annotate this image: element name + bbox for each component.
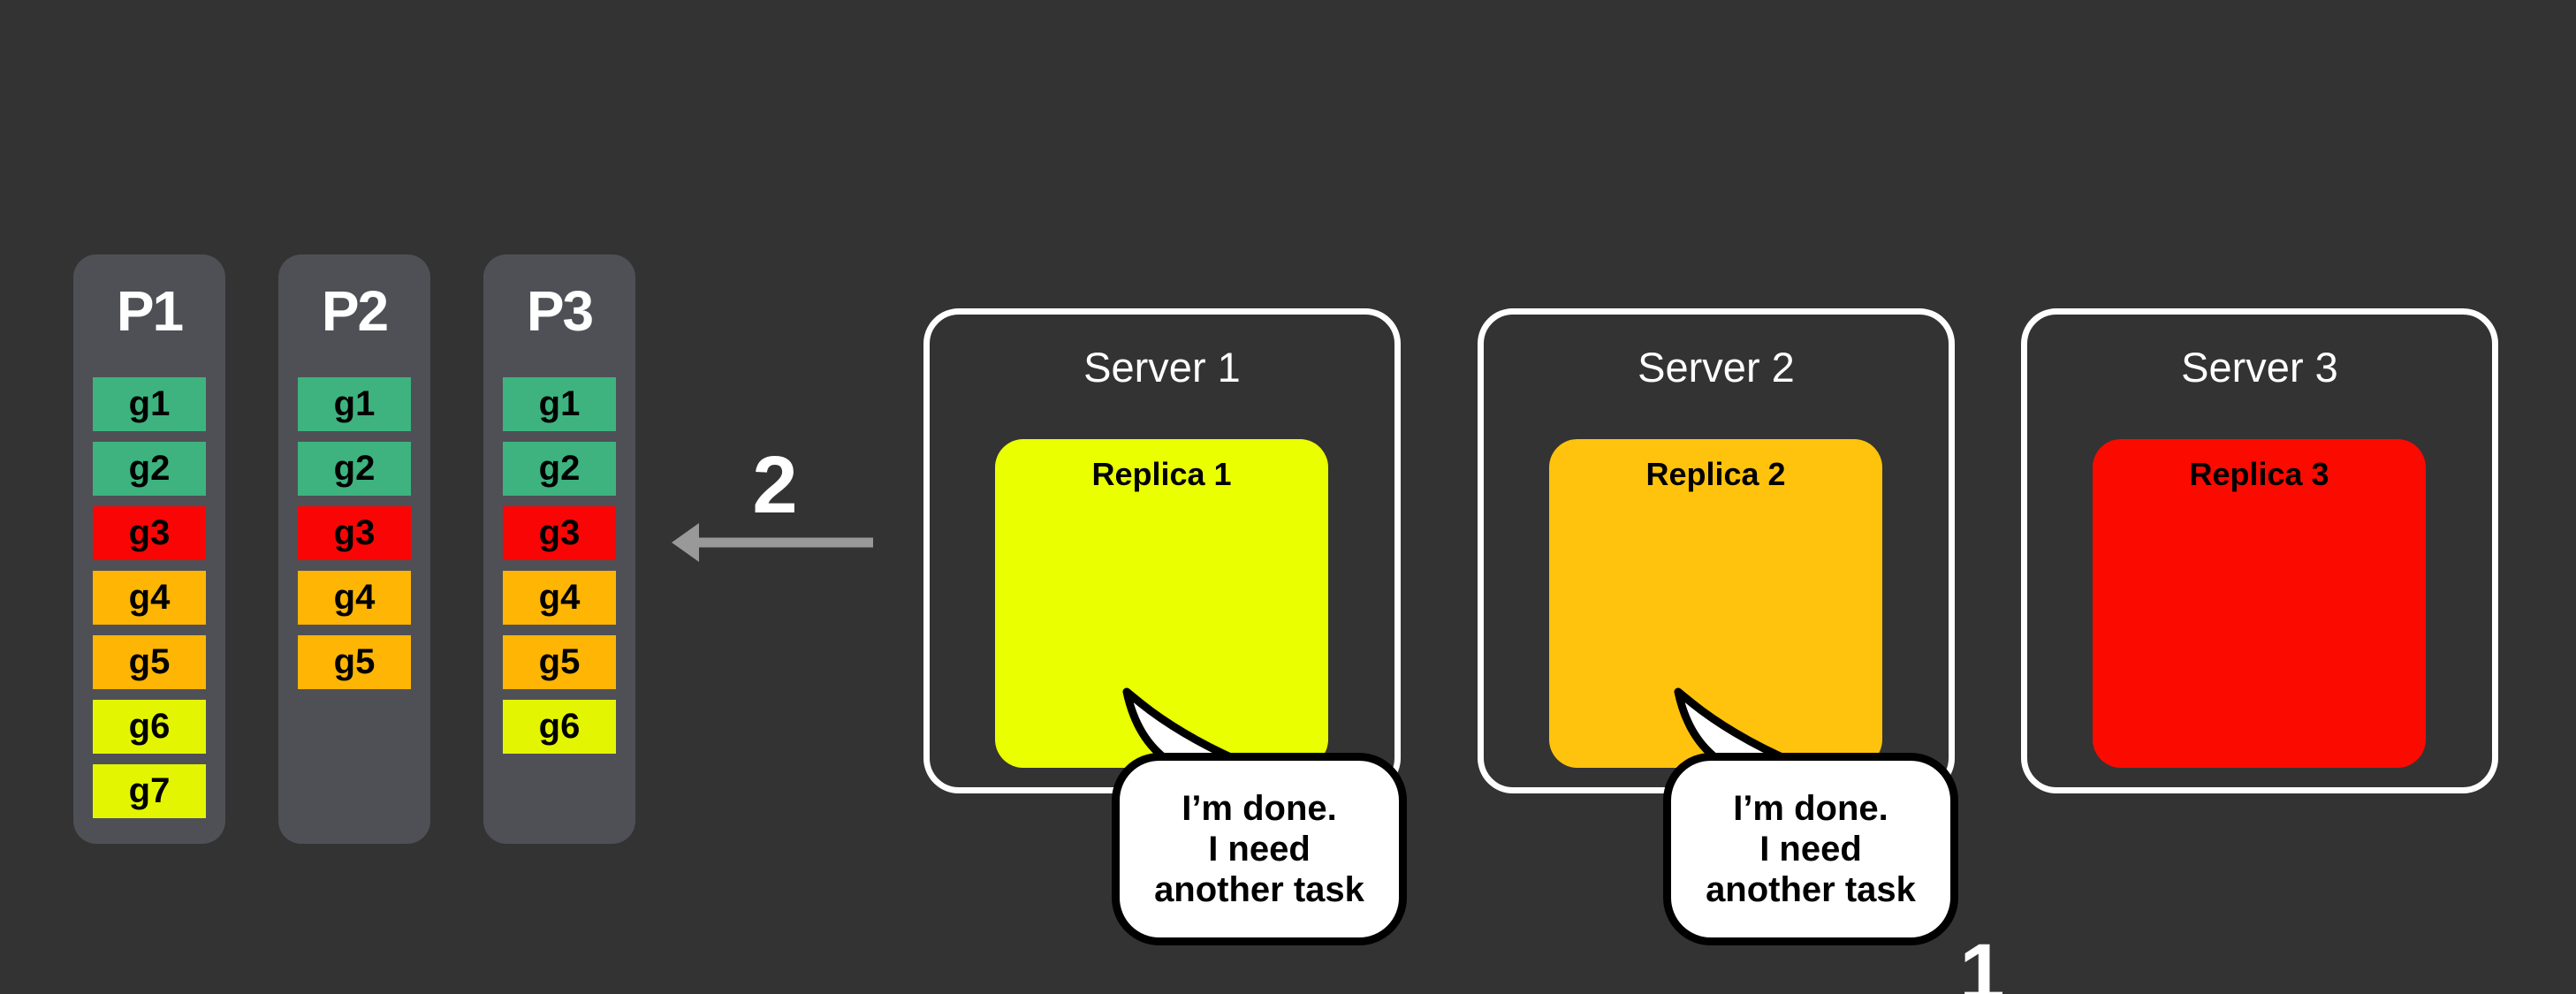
task-cell: g5 [93,635,206,689]
task-cell: g6 [503,700,616,754]
task-cell: g6 [93,700,206,754]
task-cell: g3 [298,506,411,560]
server-title: Server 2 [1638,344,1795,391]
replica-2: Replica 2 [1549,439,1882,768]
partition-p3: P3 g1 g2 g3 g4 g5 g6 [483,254,635,844]
replica-3: Replica 3 [2093,439,2426,768]
task-cell: g4 [503,571,616,625]
bubble-tail-2 [1674,687,1797,766]
task-cell: g7 [93,764,206,818]
task-cell: g1 [298,377,411,431]
speech-bubble-text: I’m done. I need another task [1154,789,1364,909]
server-title: Server 1 [1083,344,1241,391]
partition-title: P2 [321,279,389,343]
task-cell: g1 [503,377,616,431]
speech-bubble-2: I’m done. I need another task [1663,753,1958,945]
replica-label: Replica 3 [2189,456,2329,492]
task-cell: g4 [93,571,206,625]
speech-bubble-text: I’m done. I need another task [1706,789,1916,909]
task-cell: g2 [503,442,616,496]
partition-title: P1 [116,279,184,343]
task-cell: g3 [503,506,616,560]
partition-title: P3 [526,279,594,343]
task-cell: g4 [298,571,411,625]
return-arrow [672,523,873,562]
task-cell: g2 [298,442,411,496]
step-label-1: 1 [1959,928,2005,994]
task-cell: g5 [298,635,411,689]
partition-p1: P1 g1 g2 g3 g4 g5 g6 g7 [73,254,225,844]
task-cell: g2 [93,442,206,496]
server-title: Server 3 [2181,344,2338,391]
bubble-tail-1 [1122,687,1245,766]
task-cell: g5 [503,635,616,689]
replica-label: Replica 2 [1645,456,1786,492]
server-box-3: Server 3 Replica 3 [2021,308,2498,793]
partition-p2: P2 g1 g2 g3 g4 g5 [278,254,430,844]
server-box-2: Server 2 Replica 2 [1478,308,1955,793]
replica-1: Replica 1 [995,439,1328,768]
speech-bubble-1: I’m done. I need another task [1112,753,1407,945]
task-cell: g1 [93,377,206,431]
replica-label: Replica 1 [1091,456,1232,492]
task-cell: g3 [93,506,206,560]
step-label-2: 2 [752,440,798,530]
